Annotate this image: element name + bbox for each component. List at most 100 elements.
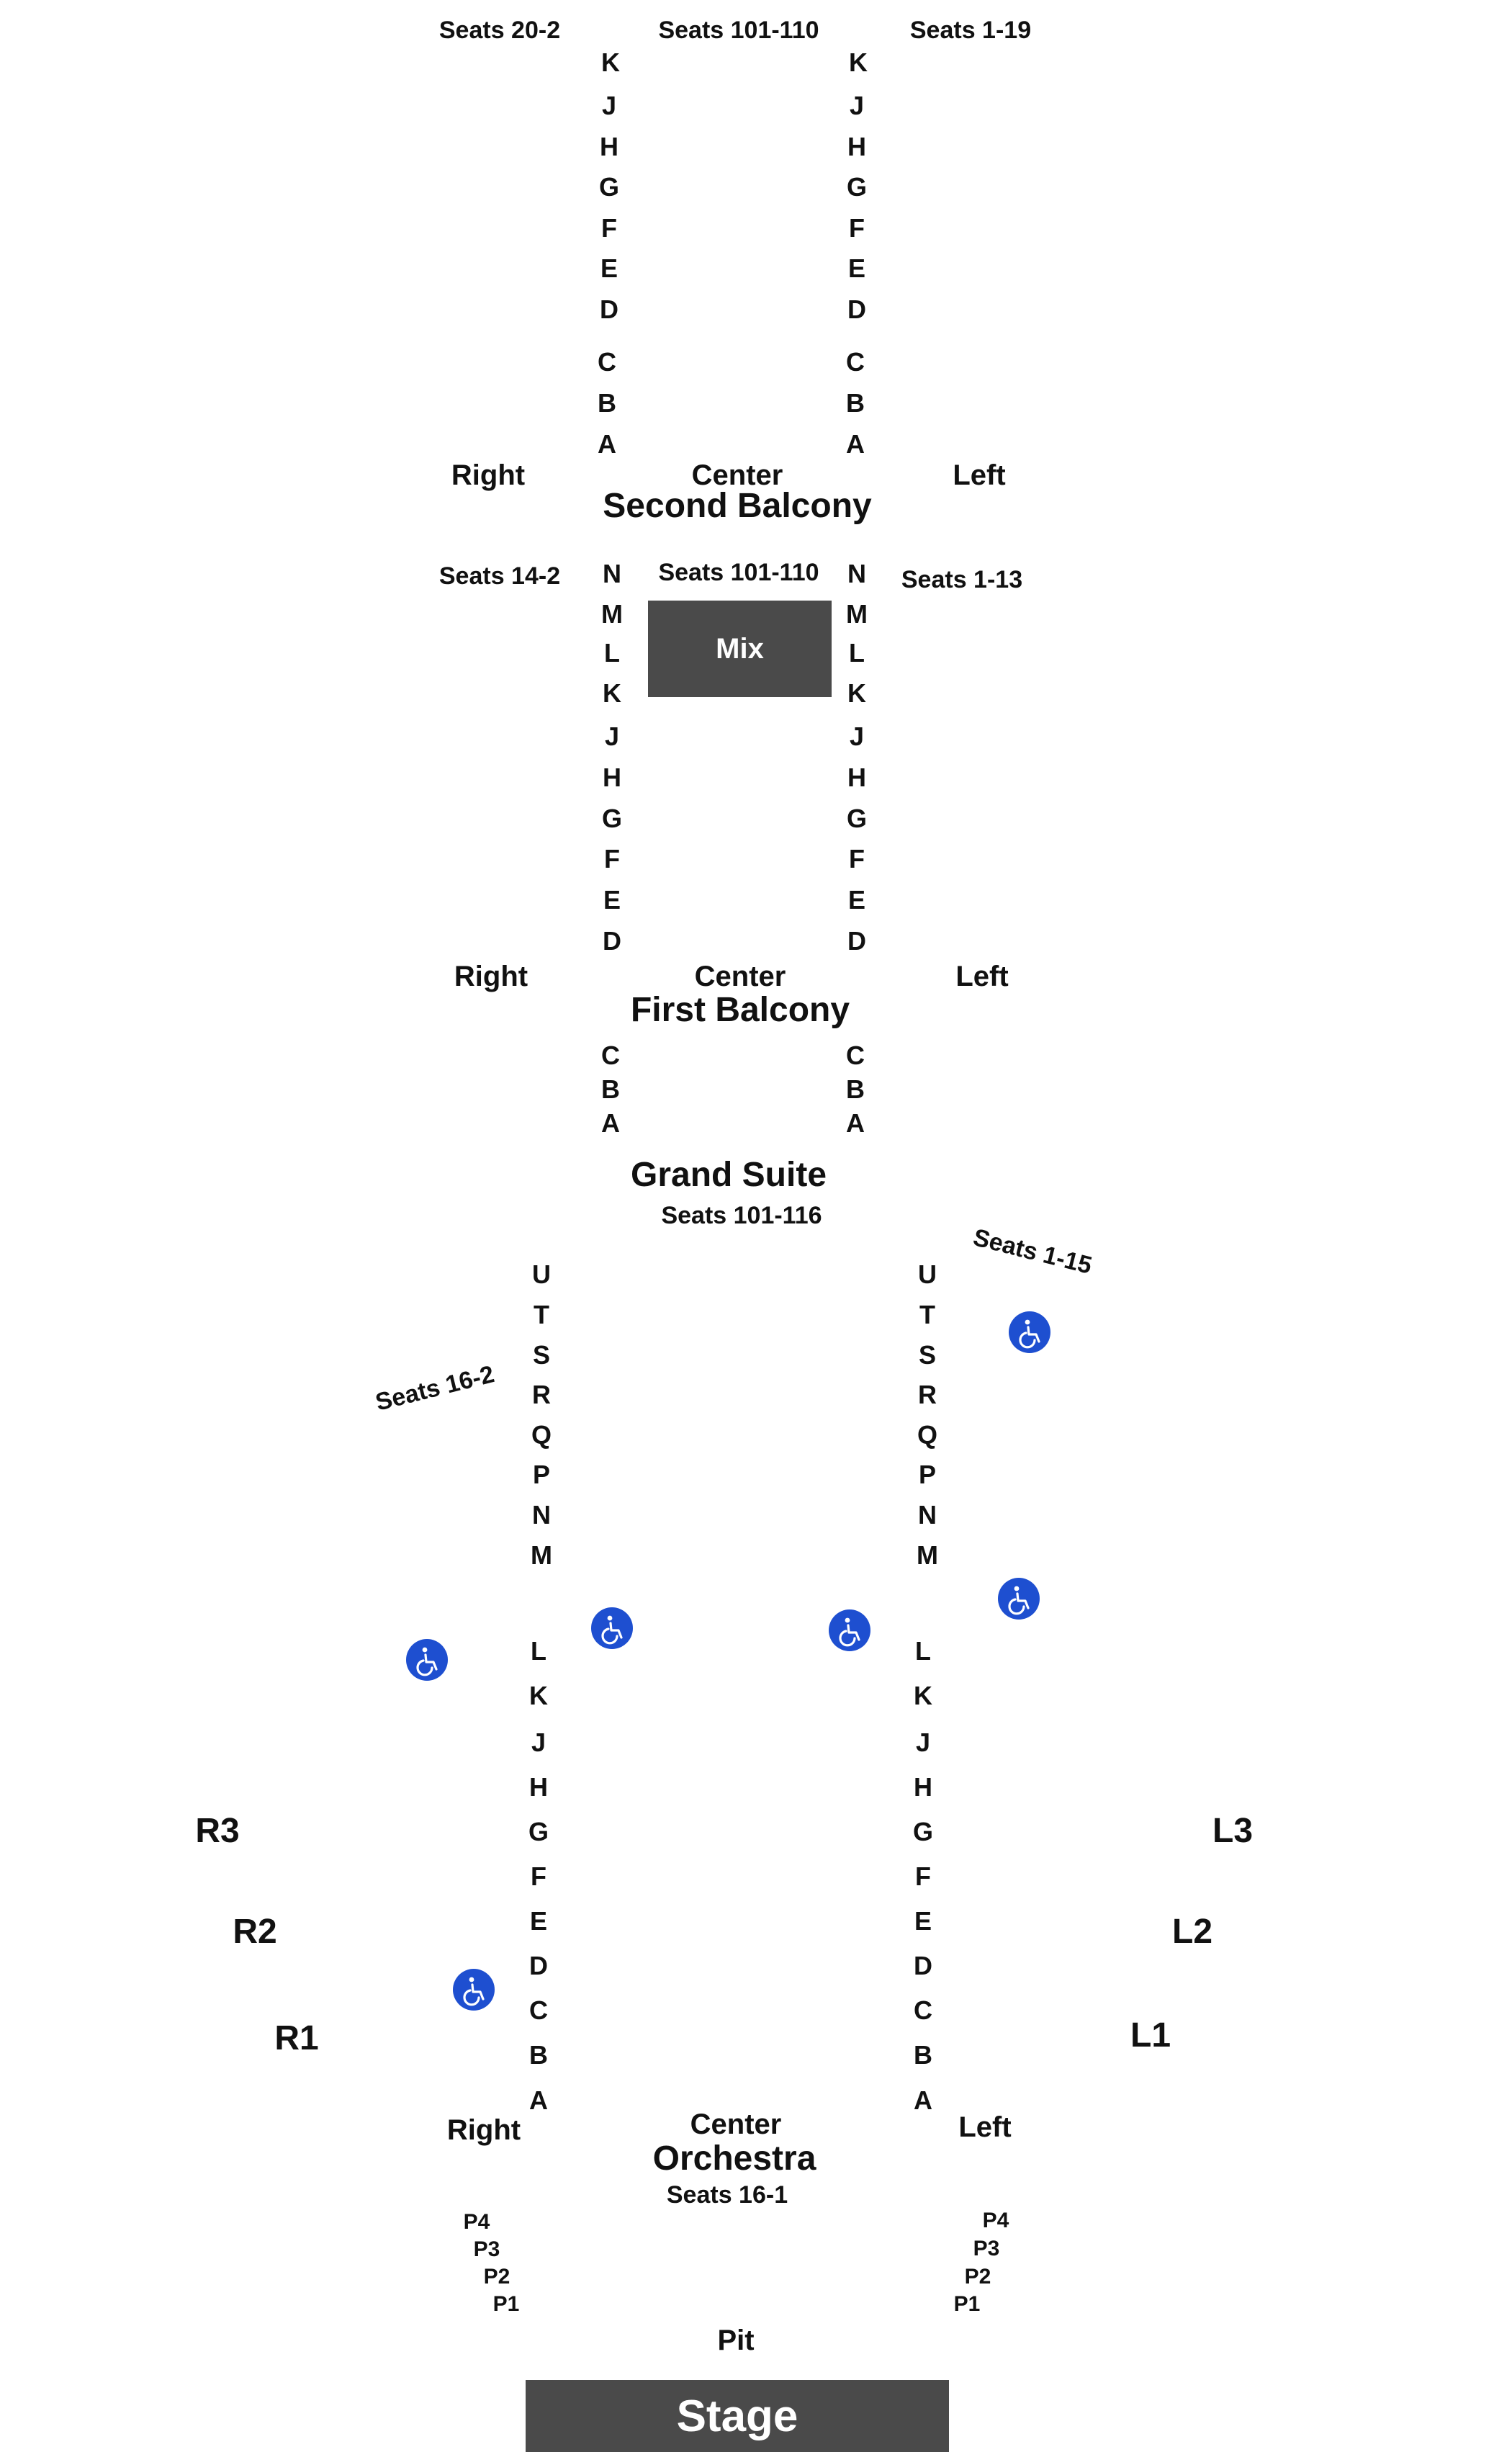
first-balcony-left-row-e: E [847, 885, 866, 915]
first-balcony-right-row-g: G [601, 804, 623, 833]
second-balcony-left-row-f: F [849, 213, 865, 243]
first-balcony-left-row-f: F [849, 844, 865, 874]
orchestra-upper-left-row-r: R [918, 1380, 937, 1409]
orchestra-upper-right-row-n: N [532, 1500, 551, 1530]
first-balcony-lower-right-row-a: A [601, 1108, 620, 1138]
orchestra-lower-left-row-c: C [914, 1995, 932, 2025]
orchestra-lower-right-row-g: G [528, 1817, 549, 1846]
orchestra-upper-left-row-q: Q [917, 1420, 938, 1450]
first-balcony-lower-left-row-c: C [846, 1041, 865, 1070]
first-balcony-seats-center: Seats 101-110 [658, 559, 819, 586]
second-balcony-left-row-c: C [846, 347, 865, 377]
first-balcony-center-label: Center [694, 961, 786, 992]
first-balcony-right-row-k: K [603, 678, 621, 708]
first-balcony-lower-left-row-b: B [846, 1074, 865, 1104]
orchestra-lower-right-row-h: H [529, 1772, 548, 1802]
orchestra-upper-left-row-p: P [918, 1460, 937, 1489]
first-balcony-right-row-m: M [601, 599, 623, 629]
second-balcony-left-row-h: H [847, 132, 866, 161]
second-balcony-right-row-k: K [601, 48, 620, 77]
second-balcony-left-row-k: K [849, 48, 868, 77]
first-balcony-right-row-h: H [603, 763, 621, 792]
orchestra-upper-left-row-u: U [918, 1259, 937, 1289]
orchestra-right-label: Right [446, 2114, 521, 2146]
orchestra-lower-right-row-f: F [531, 1862, 546, 1891]
orchestra-lower-left-row-e: E [914, 1906, 932, 1936]
second-balcony-seats-left: Seats 1-19 [909, 17, 1032, 44]
first-balcony-right-row-d: D [603, 926, 621, 956]
orchestra-lower-left-row-k: K [914, 1681, 932, 1710]
first-balcony-left-row-j: J [849, 722, 865, 751]
box-r1: R1 [274, 2019, 319, 2057]
first-balcony-left-row-k: K [847, 678, 866, 708]
orchestra-upper-left-row-m: M [917, 1540, 938, 1570]
pit-row-right-p4: P4 [463, 2210, 490, 2234]
orchestra-lower-right-row-d: D [529, 1951, 548, 1980]
first-balcony-lower-right-row-b: B [601, 1074, 620, 1104]
box-l1: L1 [1130, 2016, 1171, 2054]
second-balcony-left-row-j: J [849, 91, 865, 120]
second-balcony-right-row-j: J [601, 91, 617, 120]
first-balcony-right-row-f: F [604, 844, 620, 874]
orchestra-upper-right-row-s: S [532, 1340, 551, 1370]
second-balcony-left-row-b: B [846, 388, 865, 418]
first-balcony-left-row-g: G [846, 804, 868, 833]
mix-position: Mix [648, 601, 832, 697]
orchestra-lower-left-row-f: F [915, 1862, 931, 1891]
second-balcony-right-row-b: B [598, 388, 616, 418]
first-balcony-right-row-j: J [604, 722, 620, 751]
orchestra-lower-right-row-e: E [529, 1906, 548, 1936]
orchestra-title: Orchestra [652, 2139, 816, 2178]
first-balcony-left-row-d: D [847, 926, 866, 956]
second-balcony-right-row-f: F [601, 213, 617, 243]
orchestra-lower-left-row-h: H [914, 1772, 932, 1802]
orchestra-lower-right-row-k: K [529, 1681, 548, 1710]
first-balcony-lower-right-row-c: C [601, 1041, 620, 1070]
first-balcony-right-row-e: E [603, 885, 621, 915]
first-balcony-seats-left: Seats 1-13 [901, 566, 1023, 593]
orchestra-lower-right-row-c: C [529, 1995, 548, 2025]
second-balcony-right-row-a: A [598, 429, 616, 459]
orchestra-center-label: Center [690, 2109, 782, 2140]
second-balcony-title: Second Balcony [603, 487, 872, 525]
second-balcony-center-label: Center [691, 459, 783, 491]
first-balcony-lower-left-row-a: A [846, 1108, 865, 1138]
orchestra-lower-right-row-j: J [531, 1728, 546, 1757]
pit-row-left-p2: P2 [964, 2265, 991, 2289]
orchestra-lower-left-row-a: A [914, 2085, 932, 2115]
first-balcony-left-row-m: M [846, 599, 868, 629]
orchestra-lower-left-row-g: G [912, 1817, 934, 1846]
second-balcony-seats-center: Seats 101-110 [658, 17, 819, 44]
pit-row-left-p3: P3 [973, 2237, 1000, 2260]
first-balcony-left-row-l: L [849, 638, 865, 668]
orchestra-seats-right-angled: Seats 16-2 [372, 1360, 498, 1416]
pit-label: Pit [717, 2325, 755, 2356]
wheelchair-accessible-icon [998, 1578, 1040, 1620]
second-balcony-right-row-e: E [600, 253, 618, 283]
orchestra-upper-right-row-q: Q [531, 1420, 552, 1450]
orchestra-seats: Seats 16-1 [666, 2181, 788, 2209]
grand-suite-title: Grand Suite [630, 1156, 827, 1194]
stage: Stage [526, 2380, 949, 2452]
first-balcony-right-label: Right [454, 961, 528, 992]
orchestra-left-label: Left [958, 2111, 1012, 2143]
orchestra-upper-left-row-s: S [918, 1340, 937, 1370]
orchestra-lower-left-row-j: J [915, 1728, 931, 1757]
second-balcony-right-row-g: G [598, 172, 620, 202]
first-balcony-right-row-l: L [604, 638, 620, 668]
orchestra-upper-right-row-t: T [534, 1300, 549, 1329]
orchestra-lower-right-row-a: A [529, 2085, 548, 2115]
first-balcony-right-row-n: N [603, 559, 621, 588]
pit-row-left-p4: P4 [982, 2209, 1009, 2232]
box-r2: R2 [233, 1913, 277, 1951]
second-balcony-left-row-a: A [846, 429, 865, 459]
grand-suite-seats: Seats 101-116 [661, 1202, 822, 1229]
orchestra-upper-right-row-m: M [531, 1540, 552, 1570]
orchestra-upper-right-row-u: U [532, 1259, 551, 1289]
first-balcony-title: First Balcony [630, 991, 850, 1029]
first-balcony-left-row-h: H [847, 763, 866, 792]
pit-row-left-p1: P1 [953, 2292, 981, 2316]
second-balcony-left-row-d: D [847, 295, 866, 324]
first-balcony-seats-right: Seats 14-2 [438, 562, 561, 590]
second-balcony-left-label: Left [953, 459, 1006, 491]
